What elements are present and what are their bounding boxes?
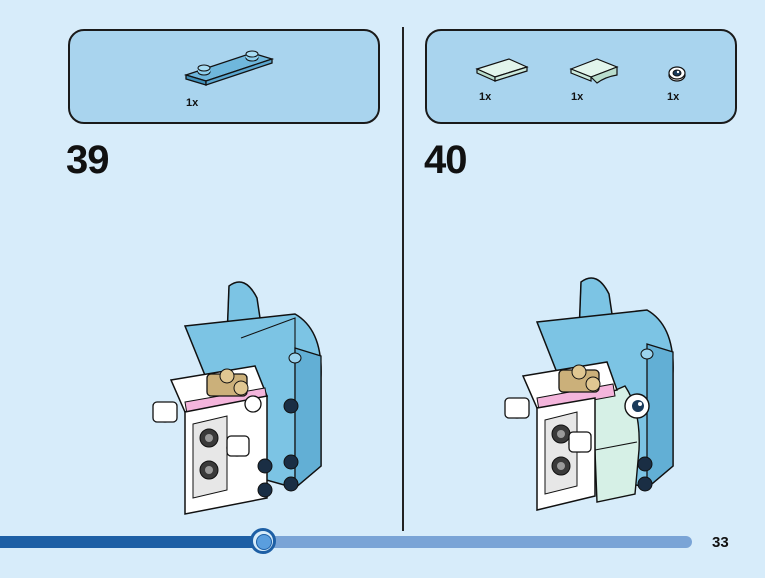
- step-number: 40: [424, 138, 467, 182]
- eye-tile-round-icon: [668, 66, 686, 82]
- parts-callout-step-40: 1x 1x 1x: [425, 29, 737, 124]
- model-assembly-step-39-illustration: [152, 281, 322, 515]
- page-progress-fill: [0, 536, 263, 548]
- part-quantity: 1x: [571, 91, 584, 103]
- curved-slope-icon: [569, 58, 619, 84]
- page-number: 33: [712, 534, 729, 551]
- plate-1x4-two-studs-icon: [183, 50, 275, 86]
- step-number: 39: [66, 138, 109, 182]
- part-quantity: 1x: [186, 97, 199, 109]
- page-progress-marker: [249, 528, 276, 554]
- tile-1x2-icon: [475, 58, 529, 82]
- model-assembly-step-40-illustration: [504, 277, 674, 511]
- parts-callout-step-39: 1x: [68, 29, 380, 124]
- step-divider: [402, 27, 404, 531]
- part-quantity: 1x: [479, 91, 492, 103]
- part-quantity: 1x: [667, 91, 680, 103]
